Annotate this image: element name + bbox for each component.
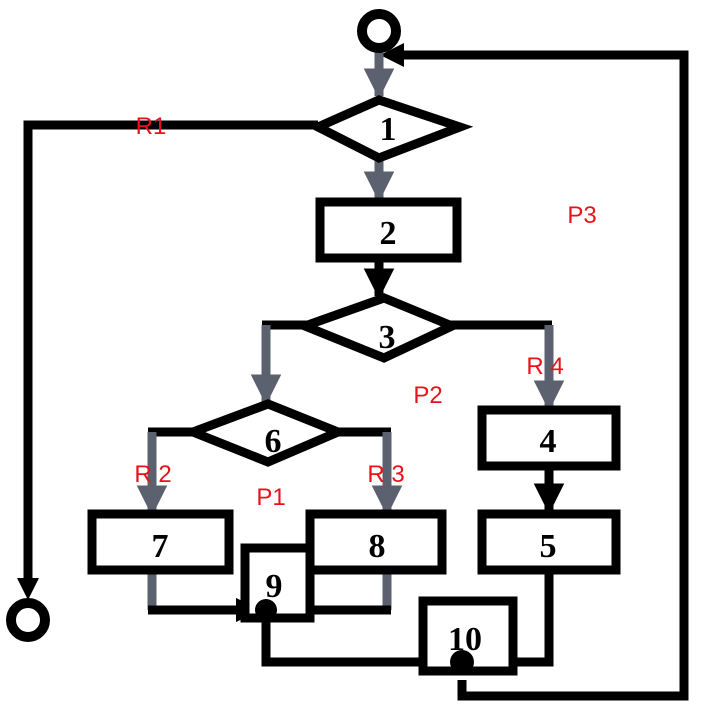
edge-1-to-end <box>23 120 318 582</box>
label-node-1: 1 <box>380 111 397 148</box>
label-path-p2: P2 <box>413 382 442 409</box>
label-node-4: 4 <box>540 423 557 460</box>
label-node-2: 2 <box>380 215 397 252</box>
process-8 <box>305 509 447 575</box>
edge-9-to-10 <box>261 610 445 667</box>
start-node <box>357 9 401 53</box>
label-region-r1: R1 <box>136 113 167 140</box>
label-path-p1: P1 <box>256 484 285 511</box>
arrowhead-exit <box>17 578 39 600</box>
edge-10-to-start <box>392 50 689 701</box>
junction-dot-10 <box>450 650 474 674</box>
label-node-3: 3 <box>379 319 396 356</box>
process-7 <box>87 509 234 575</box>
decision-6 <box>180 399 350 467</box>
label-region-r4: R 4 <box>526 353 563 380</box>
label-node-9: 9 <box>266 568 283 605</box>
label-node-8: 8 <box>369 528 386 565</box>
label-region-r3: R 3 <box>367 461 404 488</box>
decision-1 <box>307 95 474 163</box>
label-node-10: 10 <box>448 621 482 658</box>
process-5 <box>477 509 621 575</box>
process-4 <box>477 405 621 471</box>
label-node-5: 5 <box>540 528 557 565</box>
arrowhead-loop <box>380 43 404 67</box>
label-path-p3: P3 <box>567 202 596 229</box>
label-region-r2: R 2 <box>134 461 171 488</box>
process-2 <box>315 197 462 263</box>
label-node-6: 6 <box>265 423 282 460</box>
junction-dot-9 <box>255 599 277 621</box>
label-node-7: 7 <box>152 528 169 565</box>
decision-3 <box>292 293 464 363</box>
end-node <box>6 598 50 642</box>
